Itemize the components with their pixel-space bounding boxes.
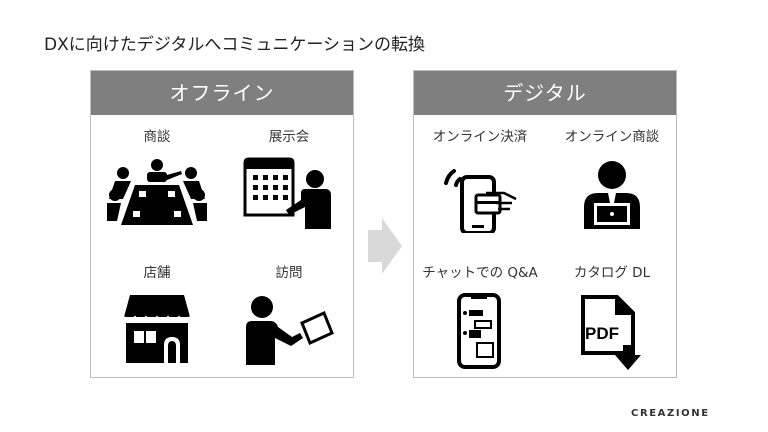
digital-item-chat: チャットでの Q&A (414, 263, 546, 369)
pdf-label: PDF (585, 324, 619, 343)
visit-icon (246, 296, 334, 365)
item-label: 訪問 (275, 265, 303, 281)
mobile-payment-icon (444, 169, 517, 233)
offline-item-store: 店舗 (91, 263, 223, 365)
online-meeting-icon (584, 161, 640, 229)
item-label: カタログ DL (573, 265, 651, 281)
item-label: 商談 (143, 129, 171, 145)
arrow-right-icon (368, 218, 402, 274)
digital-item-catalog-download: カタログ DL PDF (546, 263, 678, 371)
exhibition-icon (243, 157, 331, 229)
brand-logo: CREAZIONE (631, 408, 710, 419)
item-label: チャットでの Q&A (422, 265, 538, 281)
digital-item-online-payment: オンライン決済 (414, 127, 546, 233)
store-icon (123, 295, 191, 363)
meeting-icon (107, 159, 207, 225)
item-label: オンライン決済 (432, 129, 528, 145)
chat-icon (457, 293, 501, 369)
offline-header: オフライン (91, 71, 353, 115)
offline-item-meeting: 商談 (91, 127, 223, 229)
item-label: オンライン商談 (564, 129, 660, 145)
offline-panel: オフライン 商談 展示会 店舗 訪問 (90, 70, 354, 378)
offline-item-visit: 訪問 (223, 263, 355, 365)
item-label: 店舗 (143, 265, 171, 281)
digital-item-online-meeting: オンライン商談 (546, 127, 678, 233)
item-label: 展示会 (268, 129, 310, 145)
digital-panel: デジタル オンライン決済 オンライン商談 チャットでの Q&A カタログ DL (413, 70, 677, 378)
offline-item-exhibition: 展示会 (223, 127, 355, 229)
pdf-download-icon: PDF (581, 295, 641, 370)
page-title: DXに向けたデジタルへコミュニケーションの転換 (44, 35, 426, 55)
digital-header: デジタル (414, 71, 676, 115)
